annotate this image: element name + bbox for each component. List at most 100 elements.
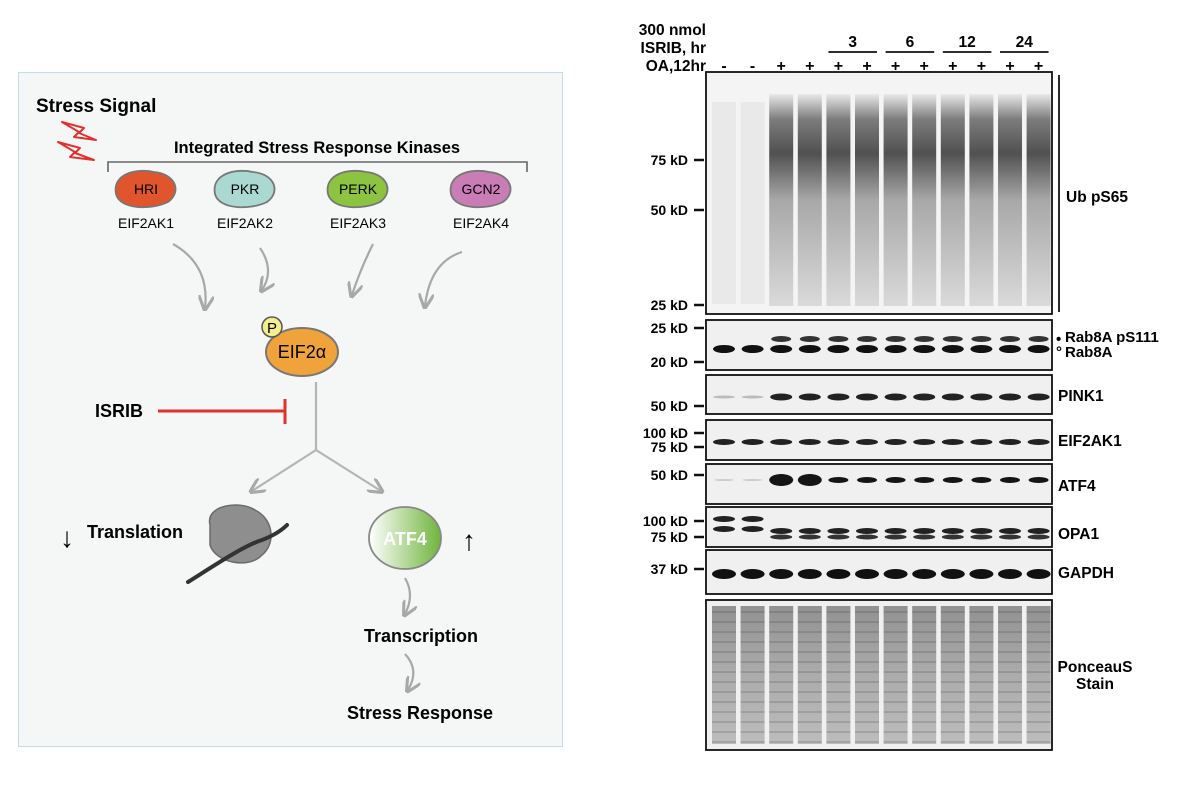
ponceau-lane bbox=[998, 606, 1022, 744]
branch-arrows bbox=[252, 382, 381, 491]
ub-smear-band bbox=[712, 102, 736, 304]
rab8a-band bbox=[1027, 345, 1050, 353]
isrib-label: ISRIB bbox=[95, 401, 143, 421]
panel-label: Rab8A pS111 bbox=[1065, 329, 1159, 346]
eif2a-label: EIF2α bbox=[278, 342, 326, 362]
eif2ak1-band bbox=[713, 439, 735, 445]
open-bullet: ° bbox=[1056, 344, 1062, 361]
rab8a-band bbox=[856, 345, 878, 353]
ponceau-lane bbox=[1026, 606, 1051, 744]
eif2ak1-band bbox=[827, 439, 850, 445]
rab8a-band bbox=[770, 345, 793, 353]
eif2ak1-band bbox=[741, 439, 764, 445]
mw-marker-label: 50 kD bbox=[651, 467, 688, 483]
lane-oa-mark: + bbox=[1034, 58, 1043, 75]
ponceau-lane bbox=[769, 606, 794, 744]
kinase-gene-name: EIF2AK3 bbox=[330, 215, 386, 231]
rab8a-ps111-band bbox=[971, 336, 992, 342]
atf4-band bbox=[828, 477, 849, 483]
atf4-node bbox=[368, 506, 442, 570]
kinase-short-name: PERK bbox=[339, 181, 378, 197]
isrib-group: 24 bbox=[1000, 34, 1049, 53]
kinase-perk: PERK EIF2AK3 bbox=[326, 170, 389, 231]
rab8a-ps111-band bbox=[799, 336, 820, 342]
opa1-band bbox=[827, 528, 850, 534]
eif2ak1-band bbox=[970, 439, 993, 445]
panel-label: GAPDH bbox=[1058, 565, 1114, 582]
pink1-band bbox=[1027, 393, 1050, 401]
opa1-band bbox=[856, 528, 878, 534]
opa1-band bbox=[970, 528, 993, 534]
ub-smear-band bbox=[740, 102, 765, 304]
lane-oa-mark: - bbox=[750, 58, 755, 75]
header-isrib-time: ISRIB, hr bbox=[641, 40, 706, 57]
blot-membrane bbox=[705, 374, 1053, 415]
ribosome-icon bbox=[186, 504, 289, 584]
lane-oa-mark: + bbox=[805, 58, 814, 75]
opa1-band bbox=[884, 528, 907, 534]
gapdh-band bbox=[826, 569, 851, 579]
isrib-group: 12 bbox=[942, 34, 992, 53]
gapdh-band bbox=[998, 569, 1022, 579]
rab8a-ps111-band bbox=[1000, 336, 1020, 342]
opa1-band bbox=[913, 528, 936, 534]
atf4-band bbox=[714, 479, 734, 481]
rab8a-band bbox=[713, 345, 735, 353]
mw-marker-label: 50 kD bbox=[651, 202, 688, 218]
pink1-band bbox=[827, 393, 850, 401]
pink1-band bbox=[798, 393, 821, 401]
lane-oa-mark: + bbox=[891, 58, 900, 75]
atf4-band bbox=[942, 477, 963, 483]
stress-signal-label: Stress Signal bbox=[36, 96, 156, 117]
pink1-band bbox=[741, 395, 764, 399]
ponceau-lane bbox=[712, 606, 736, 744]
ub-smear-band bbox=[998, 94, 1022, 306]
rab8a-band bbox=[827, 345, 850, 353]
isrib-time-label: 3 bbox=[848, 34, 857, 51]
kinase-gene-name: EIF2AK2 bbox=[217, 215, 273, 231]
atf4-band bbox=[1000, 477, 1020, 483]
rab8a-ps111-band bbox=[857, 336, 877, 342]
filled-bullet: • bbox=[1056, 331, 1061, 348]
rab8a-band bbox=[741, 345, 764, 353]
kinase-blob bbox=[449, 170, 512, 209]
ponceau-lane bbox=[912, 606, 937, 744]
gapdh-band bbox=[883, 569, 908, 579]
translation-label: Translation bbox=[87, 522, 183, 542]
rab8a-band bbox=[941, 345, 964, 353]
rab8a-band bbox=[913, 345, 936, 353]
pink1-band bbox=[856, 393, 878, 401]
ub-smear-band bbox=[940, 94, 965, 306]
opa1-band bbox=[970, 534, 993, 540]
eif2a-node bbox=[265, 327, 339, 377]
isrib-group: 3 bbox=[828, 34, 877, 53]
mw-marker-label: 75 kD bbox=[651, 529, 688, 545]
ponceau-lane bbox=[826, 606, 851, 744]
mw-marker-label: 20 kD bbox=[651, 354, 688, 370]
mw-marker-label: 100 kD bbox=[643, 425, 688, 441]
opa1-band bbox=[999, 528, 1021, 534]
blot-membrane bbox=[705, 419, 1053, 461]
translation-down-arrow: ↓ bbox=[60, 522, 74, 553]
mw-marker-label: 75 kD bbox=[651, 439, 688, 455]
panel-label-secondary: Stain bbox=[1076, 676, 1114, 693]
phospho-label: P bbox=[267, 320, 277, 337]
opa1-band bbox=[713, 526, 735, 532]
eif2ak1-band bbox=[941, 439, 964, 445]
ub-smear-band bbox=[769, 94, 794, 306]
opa1-band bbox=[913, 534, 936, 540]
rab8a-ps111-band bbox=[914, 336, 935, 342]
gapdh-band bbox=[969, 569, 994, 579]
atf4-to-transcription-arrow bbox=[405, 577, 410, 614]
panel-label: OPA1 bbox=[1058, 526, 1099, 543]
rab8a-ps111-band bbox=[771, 336, 792, 342]
ponceau-lane bbox=[855, 606, 879, 744]
